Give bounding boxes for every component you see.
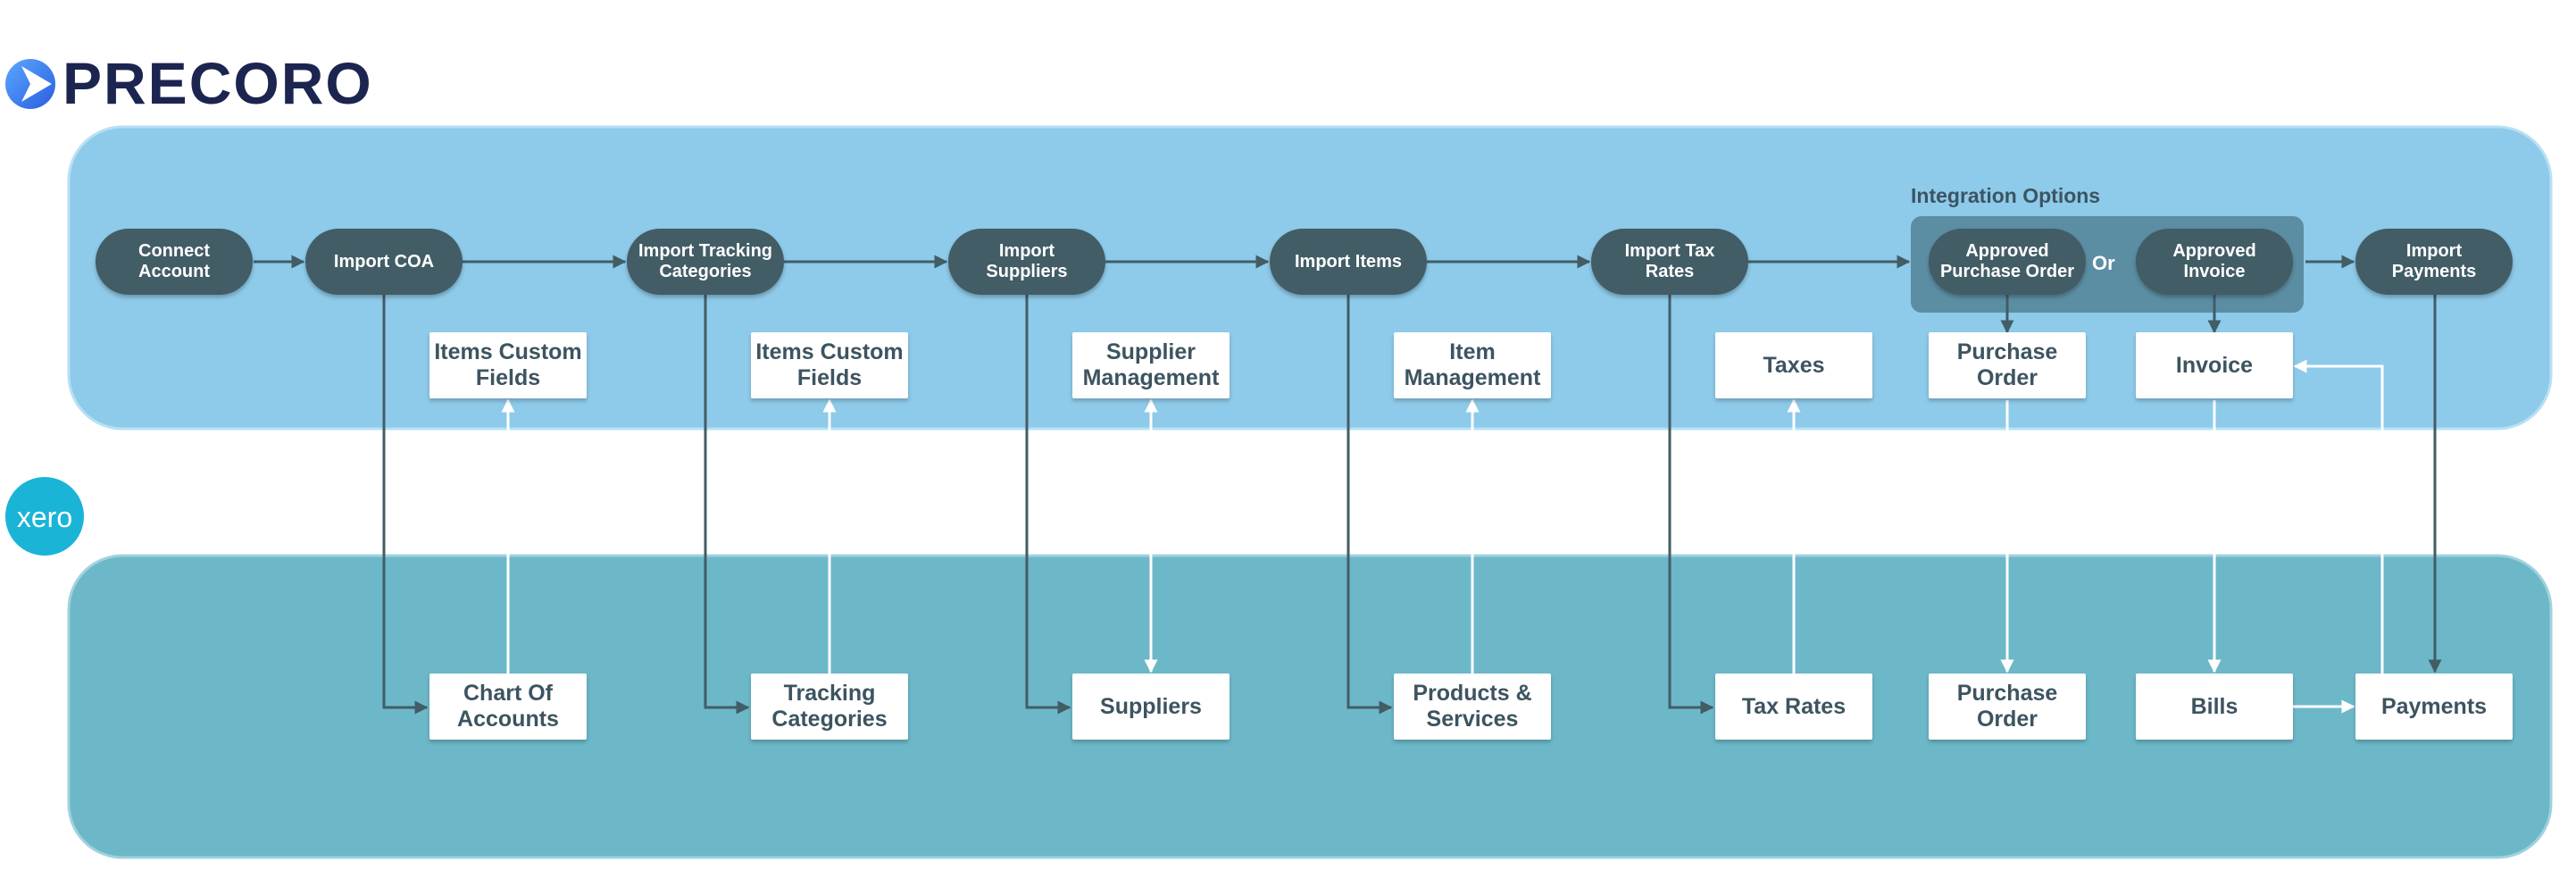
edge-tax-tax-rates bbox=[1668, 295, 1714, 715]
module-supplier-management: Supplier Management bbox=[1072, 332, 1230, 398]
xero-purchase-order: Purchase Order bbox=[1929, 674, 2086, 740]
xero-band bbox=[67, 554, 2553, 859]
precoro-logo-icon bbox=[5, 59, 55, 109]
edge-suppliers-suppliers bbox=[1025, 295, 1071, 715]
xero-logo-icon: xero bbox=[5, 477, 84, 556]
step-approved-purchase-order: Approved Purchase Order bbox=[1929, 229, 2086, 295]
xero-payments: Payments bbox=[2355, 674, 2513, 740]
step-import-suppliers: Import Suppliers bbox=[948, 229, 1105, 295]
module-invoice: Invoice bbox=[2136, 332, 2293, 398]
edge-tracking-tracking-categories bbox=[704, 295, 750, 715]
xero-tax-rates: Tax Rates bbox=[1715, 674, 1872, 740]
module-items-custom-fields-1: Items Custom Fields bbox=[429, 332, 587, 398]
integration-options-label: Integration Options bbox=[1911, 184, 2101, 207]
xero-tracking-categories: Tracking Categories bbox=[751, 674, 908, 740]
module-items-custom-fields-2: Items Custom Fields bbox=[751, 332, 908, 398]
step-import-tracking-categories: Import Tracking Categories bbox=[627, 229, 784, 295]
xero-suppliers: Suppliers bbox=[1072, 674, 1230, 740]
module-purchase-order: Purchase Order bbox=[1929, 332, 2086, 398]
module-taxes: Taxes bbox=[1715, 332, 1872, 398]
step-import-coa: Import COA bbox=[305, 229, 463, 295]
xero-logo-text: xero bbox=[17, 501, 72, 533]
step-connect-account: Connect Account bbox=[96, 229, 253, 295]
module-item-management: Item Management bbox=[1394, 332, 1551, 398]
precoro-logo-text: PRECORO bbox=[63, 50, 373, 116]
step-import-payments: Import Payments bbox=[2355, 229, 2513, 295]
edge-payments-invoice bbox=[2293, 359, 2384, 674]
step-approved-invoice: Approved Invoice bbox=[2136, 229, 2293, 295]
xero-chart-of-accounts: Chart Of Accounts bbox=[429, 674, 587, 740]
edge-items-products bbox=[1346, 295, 1393, 715]
xero-products-services: Products & Services bbox=[1394, 674, 1551, 740]
edge-coa-chart-of-accounts bbox=[382, 295, 429, 715]
or-label: Or bbox=[2092, 252, 2115, 274]
step-import-tax-rates: Import Tax Rates bbox=[1591, 229, 1748, 295]
xero-bills: Bills bbox=[2136, 674, 2293, 740]
step-import-items: Import Items bbox=[1270, 229, 1427, 295]
